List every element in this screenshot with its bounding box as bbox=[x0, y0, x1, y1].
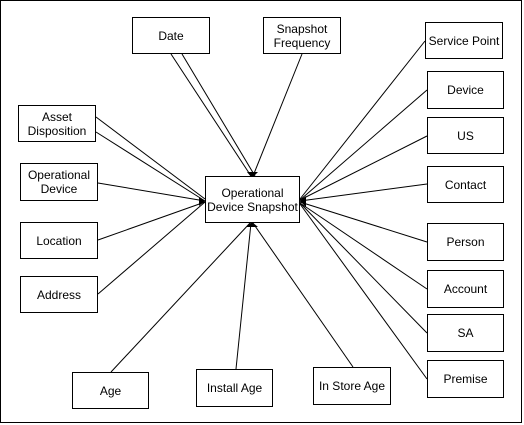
entity-device: Device bbox=[427, 71, 504, 109]
edge-device-to-ods bbox=[299, 89, 428, 201]
edge-servicepoint-to-ods bbox=[299, 40, 426, 200]
entity-date: Date bbox=[132, 17, 210, 54]
edge-age-to-ods bbox=[110, 222, 251, 373]
edge-opdev-to-ods bbox=[97, 182, 206, 202]
entity-asset-disposition: Asset Disposition bbox=[18, 105, 96, 142]
edge-sa-to-ods bbox=[299, 202, 428, 334]
edge-us-to-ods bbox=[299, 135, 428, 201]
edge-instoreage-to-ods bbox=[252, 222, 354, 368]
edge-snapfreq-to-ods bbox=[252, 53, 303, 177]
edge-date-to-ods bbox=[170, 53, 252, 177]
arrowhead-right bbox=[300, 196, 306, 207]
edge-asset-to-ods-2 bbox=[95, 131, 206, 202]
entity-snapshot-frequency: Snapshot Frequency bbox=[263, 17, 341, 54]
edge-installage-to-ods bbox=[235, 222, 252, 370]
entity-sa: SA bbox=[427, 314, 504, 352]
entity-account: Account bbox=[427, 270, 504, 308]
arrowhead-bottom bbox=[246, 222, 258, 227]
arrowhead-left bbox=[199, 197, 205, 206]
edge-location-to-ods bbox=[97, 201, 206, 241]
entity-age: Age bbox=[72, 372, 149, 409]
edge-account-to-ods bbox=[299, 202, 428, 290]
entity-us: US bbox=[427, 117, 504, 154]
edge-person-to-ods bbox=[299, 201, 428, 243]
edge-asset-to-ods bbox=[95, 116, 206, 200]
arrowhead-top bbox=[247, 172, 258, 178]
center-entity-operational-device-snapshot: Operational Device Snapshot bbox=[205, 176, 300, 223]
entity-person: Person bbox=[427, 223, 504, 261]
entity-service-point: Service Point bbox=[425, 22, 503, 59]
entity-operational-device: Operational Device bbox=[20, 163, 98, 201]
entity-contact: Contact bbox=[427, 166, 504, 203]
entity-premise: Premise bbox=[427, 360, 504, 398]
edge-contact-to-ods bbox=[299, 183, 428, 202]
entity-address: Address bbox=[20, 276, 98, 313]
edge-date-to-ods-2 bbox=[181, 53, 256, 177]
edge-premise-to-ods bbox=[299, 203, 428, 380]
entity-in-store-age: In Store Age bbox=[313, 367, 391, 405]
entity-install-age: Install Age bbox=[196, 369, 273, 407]
entity-location: Location bbox=[20, 222, 98, 259]
edge-address-to-ods bbox=[97, 201, 206, 295]
